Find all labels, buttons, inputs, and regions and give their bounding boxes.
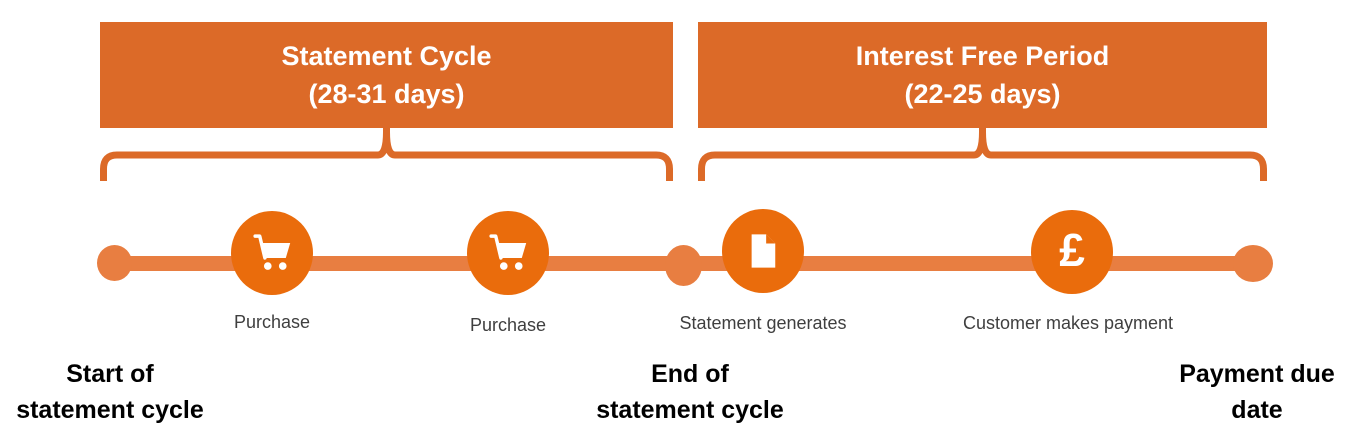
brace-left bbox=[100, 131, 673, 181]
event-node-customer-payment: £ bbox=[1031, 210, 1113, 294]
shopping-cart-icon bbox=[249, 230, 295, 276]
milestone-line2: statement cycle bbox=[596, 396, 784, 424]
phase-title: Statement Cycle bbox=[281, 41, 492, 71]
milestone-line1: Start of bbox=[66, 360, 154, 388]
shopping-cart-icon bbox=[485, 230, 531, 276]
milestone-line2: date bbox=[1231, 396, 1283, 424]
timeline-dot-start bbox=[97, 245, 132, 281]
phase-subtitle: (28-31 days) bbox=[308, 79, 465, 109]
event-label-purchase-1: Purchase bbox=[233, 312, 311, 332]
document-icon bbox=[742, 230, 784, 272]
timeline-dot-payment-due bbox=[1233, 245, 1273, 282]
milestone-end-of-cycle: End of statement cycle bbox=[570, 356, 810, 428]
event-node-statement-generates bbox=[722, 209, 804, 293]
phase-subtitle: (22-25 days) bbox=[904, 79, 1061, 109]
event-label-customer-payment: Customer makes payment bbox=[962, 313, 1174, 333]
pound-sterling-icon: £ bbox=[1059, 224, 1085, 276]
milestone-line2: statement cycle bbox=[16, 396, 204, 424]
phase-box-statement-cycle: Statement Cycle (28-31 days) bbox=[100, 22, 673, 128]
milestone-line1: Payment due bbox=[1179, 360, 1335, 388]
phase-title: Interest Free Period bbox=[855, 41, 1110, 71]
event-label-statement-generates: Statement generates bbox=[679, 313, 847, 333]
milestone-line1: End of bbox=[651, 360, 729, 388]
event-node-purchase-1 bbox=[231, 211, 313, 295]
event-node-purchase-2 bbox=[467, 211, 549, 295]
phase-box-interest-free-period: Interest Free Period (22-25 days) bbox=[698, 22, 1267, 128]
milestone-start-of-cycle: Start of statement cycle bbox=[0, 356, 230, 428]
brace-right bbox=[698, 131, 1267, 181]
milestone-payment-due-date: Payment due date bbox=[1137, 356, 1348, 428]
event-label-purchase-2: Purchase bbox=[469, 315, 547, 335]
timeline-dot-end-of-cycle bbox=[665, 245, 702, 286]
